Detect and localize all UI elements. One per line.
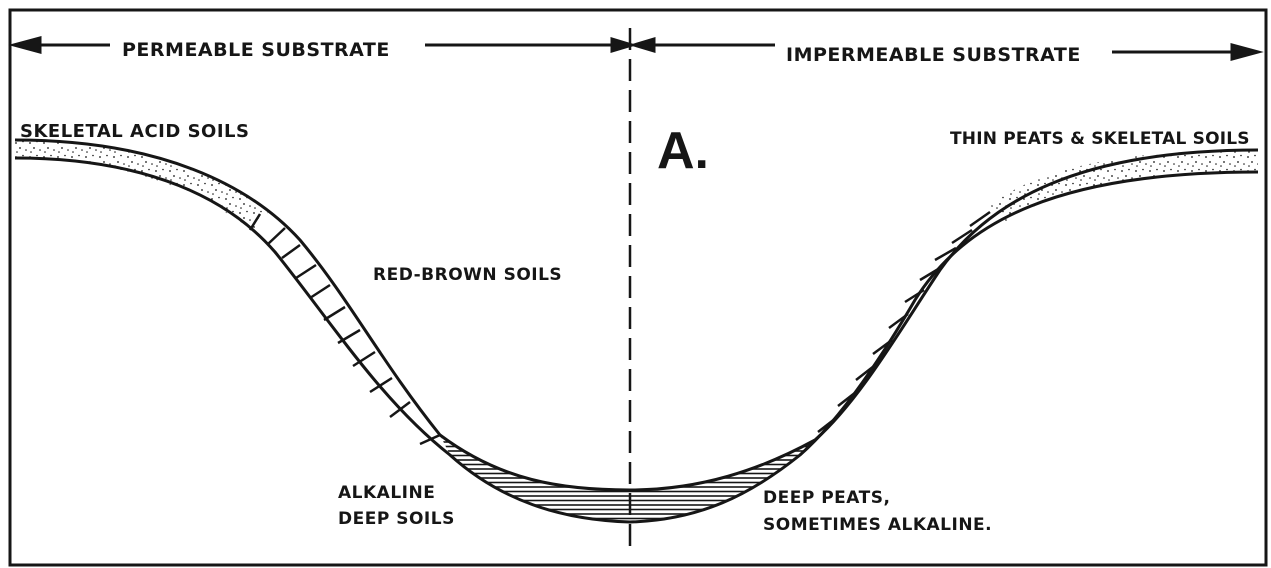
diagram-frame — [10, 10, 1266, 565]
deep-peats-label-line2: SOMETIMES ALKALINE. — [763, 515, 992, 535]
thin-peats-label: THIN PEATS & SKELETAL SOILS — [950, 129, 1250, 149]
skeletal-acid-soils-label: SKELETAL ACID SOILS — [20, 121, 249, 142]
alkaline-label-line1: ALKALINE — [338, 483, 435, 503]
deep-peats-label-line1: DEEP PEATS, — [763, 488, 890, 508]
deep-soil-hatched-band — [440, 435, 815, 522]
left-slope-rungs — [250, 214, 440, 444]
red-brown-soils-label: RED-BROWN SOILS — [373, 265, 562, 285]
panel-letter: A. — [657, 122, 709, 180]
impermeable-substrate-label: IMPERMEABLE SUBSTRATE — [786, 44, 1081, 66]
alkaline-label-line2: DEEP SOILS — [338, 509, 455, 529]
permeable-substrate-label: PERMEABLE SUBSTRATE — [122, 39, 390, 61]
lower-profile-line — [15, 158, 1258, 522]
